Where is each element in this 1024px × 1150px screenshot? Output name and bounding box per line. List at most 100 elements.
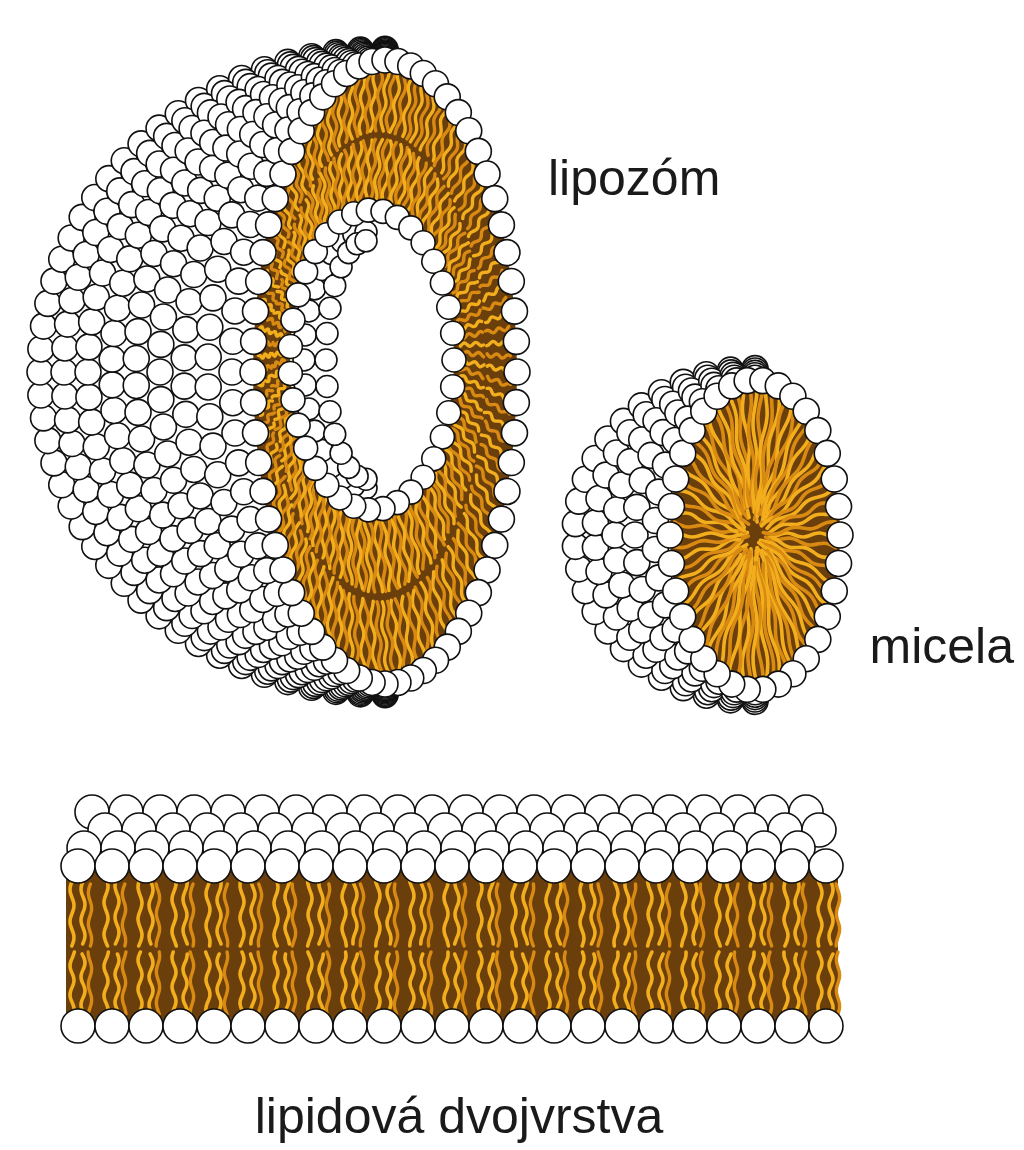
lipid-head (270, 557, 296, 583)
lipid-tail (343, 590, 347, 657)
lipid-tail (333, 582, 338, 646)
lipid-head (571, 1009, 605, 1043)
lipid-tail (444, 952, 448, 1010)
lipid-head (231, 1009, 265, 1043)
lipid-tail (478, 952, 482, 1010)
lipid-tail (632, 952, 635, 1014)
lipid-head (148, 387, 174, 413)
lipid-head (55, 407, 81, 433)
lipid-head (262, 532, 288, 558)
lipid-head (101, 397, 127, 423)
lipid-head (110, 270, 136, 296)
lipid-head (442, 348, 466, 372)
lipid-tail (258, 353, 270, 358)
lipid-head (639, 849, 673, 883)
lipid-head (333, 1009, 367, 1043)
lipid-tail (292, 884, 295, 946)
lipid-tail (183, 882, 187, 944)
lipid-tail (353, 882, 357, 944)
lipid-head (181, 262, 207, 288)
lipid-head (299, 849, 333, 883)
lipid-head (741, 849, 775, 883)
lipid-tail (591, 882, 595, 944)
lipid-head (243, 298, 269, 324)
lipid-tail (734, 884, 738, 946)
lipid-tail (614, 882, 618, 946)
lipid-tail (138, 882, 142, 946)
lipid-head (240, 359, 266, 385)
lipid-tail (727, 954, 731, 1010)
lipid-head (673, 849, 707, 883)
lipid-head (197, 314, 223, 340)
lipid-tail (387, 601, 394, 671)
lipid-head (176, 289, 202, 315)
lipid-tail (360, 952, 363, 1014)
lipid-head (663, 466, 689, 492)
lipid-tail (394, 952, 397, 1014)
lipid-head (503, 328, 529, 354)
lipid-head (173, 317, 199, 343)
liposome-lumen (290, 210, 454, 510)
lipid-tail (206, 882, 210, 946)
lipid-head (315, 349, 337, 371)
lipid-tail (462, 952, 466, 1014)
lipid-tail (818, 882, 822, 946)
lipid-head (504, 359, 530, 385)
lipid-head (176, 429, 202, 455)
lipid-head (75, 359, 101, 385)
lipid-tail (768, 884, 771, 946)
lipid-tail (420, 96, 434, 150)
lipid-tail (359, 599, 365, 668)
lipid-head (59, 431, 85, 457)
lipid-head (537, 849, 571, 883)
lipid-head (76, 334, 102, 360)
lipid-tail (659, 882, 663, 944)
lipid-head (494, 240, 520, 266)
lipid-head (105, 295, 131, 321)
lipid-head (474, 161, 500, 187)
lipid-head (243, 420, 269, 446)
lipid-tail (496, 884, 499, 946)
lipid-tail (149, 954, 153, 1010)
lipid-tail (81, 882, 85, 944)
lipid-tail (530, 952, 534, 1014)
lipid-tail (614, 952, 618, 1010)
lipid-head (250, 478, 276, 504)
lipid-head (503, 390, 529, 416)
lipid-head (281, 388, 305, 412)
lipid-head (197, 404, 223, 430)
lipid-tail (183, 954, 187, 1010)
lipid-head (319, 401, 341, 423)
lipid-tail (88, 884, 91, 946)
lipid-tail (455, 954, 459, 1010)
micelle-cut-face (670, 380, 840, 690)
lipid-head (673, 1009, 707, 1043)
lipid-tail (292, 952, 296, 1014)
lipid-tail (217, 954, 221, 1010)
lipid-tail (70, 882, 74, 946)
lipid-tail (387, 882, 391, 944)
lipid-tail (338, 587, 342, 653)
lipid-head (197, 1009, 231, 1043)
lipid-head (741, 1009, 775, 1043)
lipid-head (571, 849, 605, 883)
lipid-tail (486, 327, 509, 333)
lipid-head (488, 506, 514, 532)
lipid-head (821, 466, 847, 492)
lipid-tail (122, 884, 125, 946)
lipid-head (195, 344, 221, 370)
lipid-head (503, 1009, 537, 1043)
lipid-head (501, 298, 527, 324)
lipid-tail (421, 882, 425, 944)
lipid-tail (632, 884, 635, 946)
lipid-head (469, 849, 503, 883)
lipid-tail (370, 601, 377, 671)
lipid-tail (328, 102, 332, 155)
lipid-head (35, 428, 61, 454)
lipid-head (821, 578, 847, 604)
lipid-tail (217, 882, 221, 944)
lipid-tail (349, 82, 353, 139)
lipid-head (670, 604, 696, 630)
lipid-tail (598, 952, 602, 1014)
lipid-head (435, 1009, 469, 1043)
